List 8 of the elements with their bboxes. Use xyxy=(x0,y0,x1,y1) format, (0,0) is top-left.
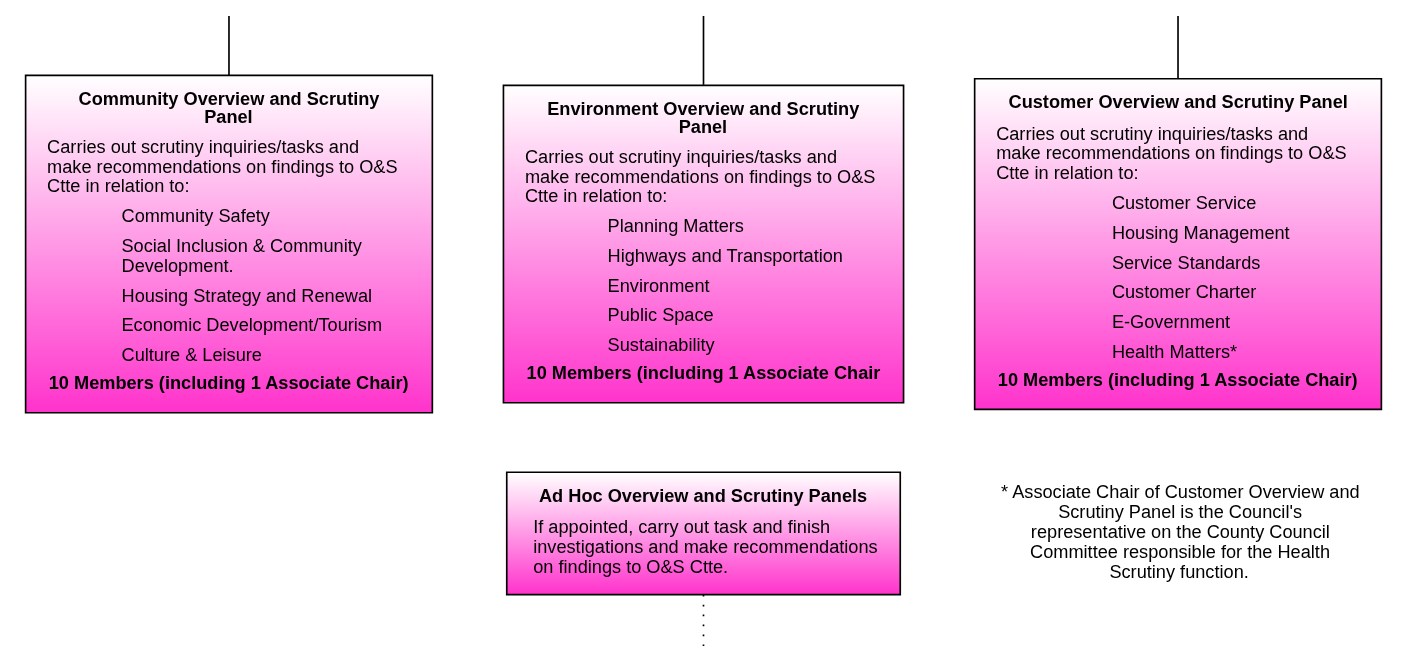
connector xyxy=(1176,15,1179,80)
node-box: Community Overview and Scrutiny Panel Carries out scrutiny inquiries/tasks and make recommendations on findings to O&S Ctte in relation to: Community Safety Social Inclusion & Community Development. Housing Strategy and Renewal Economic Development/Tourism Culture & Leisure 10 Members (including 1 Associate Chair) xyxy=(24,74,433,414)
node-box: Ad Hoc Overview and Scrutiny Panels If appointed, carry out task and finish investigations and make recommendations on findings to O&S Ctte. xyxy=(505,471,901,596)
connector xyxy=(227,15,230,77)
label: * Associate Chair of Customer Overview and Scrutiny Panel is the Council's representative on the County Council Committee responsible for the Health Scrutiny function. xyxy=(1000,482,1360,582)
node-box: Environment Overview and Scrutiny Panel Carries out scrutiny inquiries/tasks and make recommendations on findings to O&S Ctte in relation to: Planning Matters Highways and Transportation Environment Public Space Sustainability 10 Members (including 1 Associate Chair xyxy=(502,84,904,404)
node-box: Customer Overview and Scrutiny Panel Carries out scrutiny inquiries/tasks and make recommendations on findings to O&S Ctte in relation to: Customer Service Housing Management Service Standards Customer Charter E-Government Health Matters* 10 Members (including 1 Associate Chair) xyxy=(973,77,1382,411)
connector xyxy=(702,15,704,86)
